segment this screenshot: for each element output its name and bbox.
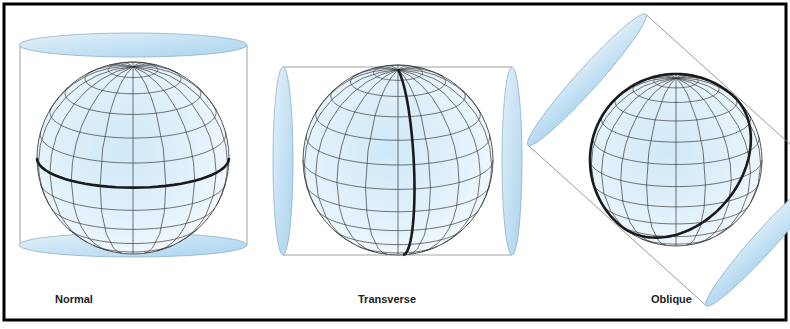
tangent-line [590,74,751,238]
cylinder-end [19,33,247,57]
projection-label: Oblique [651,293,692,305]
tangent-line [398,70,414,255]
normal-cylinder [19,33,247,257]
oblique-cylinder [520,7,790,313]
tangent-line [37,158,229,188]
frame [4,4,786,320]
projection-label: Normal [55,293,93,305]
globe [590,74,762,246]
globe [37,62,229,254]
cylinder-end [273,67,293,255]
globe [303,65,493,255]
cylinder-end [502,67,522,255]
projection-label: Transverse [358,293,416,305]
